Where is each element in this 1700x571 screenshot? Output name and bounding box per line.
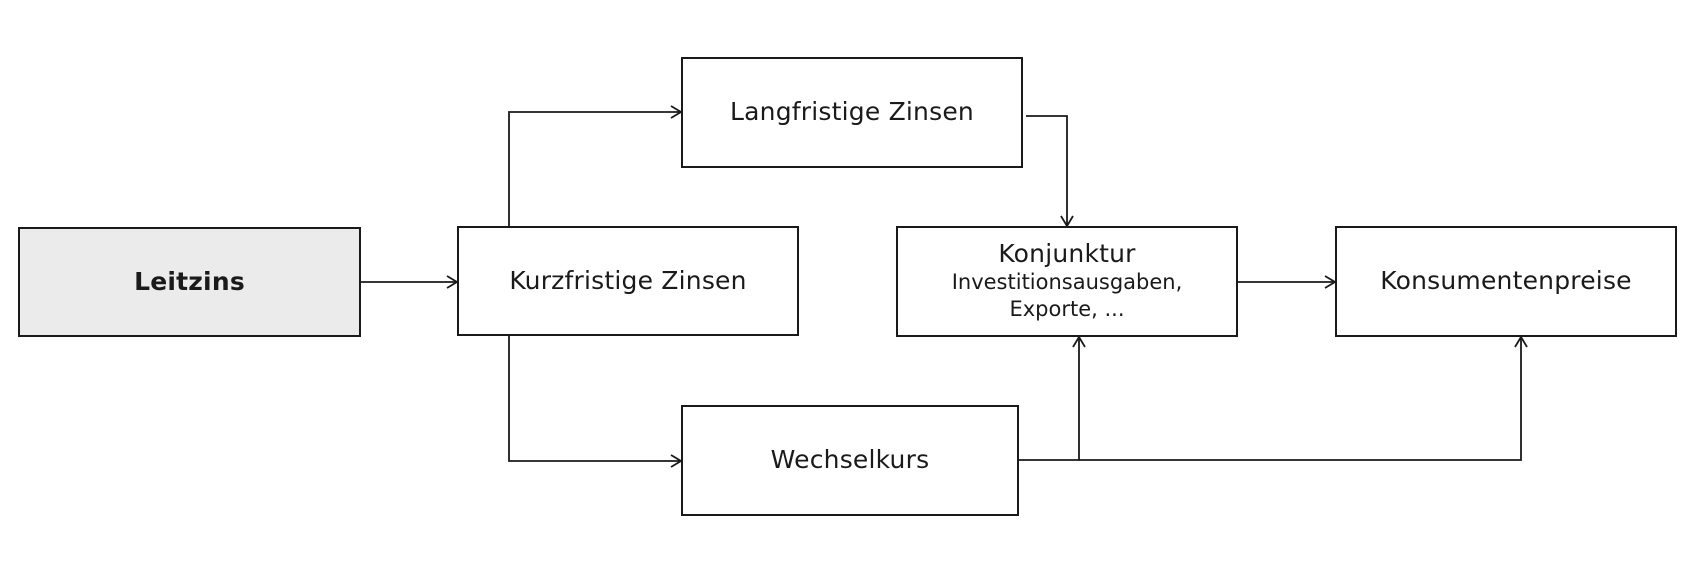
edge-wechselkurs-to-konjunktur xyxy=(1019,335,1086,461)
node-langfristige-zinsen-label: Langfristige Zinsen xyxy=(730,97,974,127)
node-wechselkurs: Wechselkurs xyxy=(681,405,1019,516)
node-konjunktur-label: Konjunktur xyxy=(998,238,1136,268)
node-konjunktur-detail-line-1: Investitionsausgaben, xyxy=(951,269,1183,294)
node-leitzins-label: Leitzins xyxy=(134,266,245,296)
node-kurzfristige-zinsen: Kurzfristige Zinsen xyxy=(457,226,799,336)
node-konsumentenpreise-label: Konsumentenpreise xyxy=(1380,266,1632,296)
edge-wechselkurs-to-konsumentenpreise xyxy=(1079,335,1528,461)
node-wechselkurs-label: Wechselkurs xyxy=(770,445,930,475)
edge-kurzfristige-to-langfristige-zinsen xyxy=(508,105,683,226)
node-konjunktur-detail-line-2: Exporte, ... xyxy=(1009,296,1125,321)
node-konsumentenpreise: Konsumentenpreise xyxy=(1335,226,1677,337)
edge-langfristige-zinsen-to-konjunktur xyxy=(1026,115,1074,228)
node-leitzins: Leitzins xyxy=(18,227,361,337)
node-konjunktur: Konjunktur Investitionsausgaben, Exporte… xyxy=(896,226,1238,337)
edge-kurzfristige-zinsen-to-wechselkurs xyxy=(508,336,683,468)
node-langfristige-zinsen: Langfristige Zinsen xyxy=(681,57,1023,168)
node-kurzfristige-zinsen-label: Kurzfristige Zinsen xyxy=(509,265,747,295)
